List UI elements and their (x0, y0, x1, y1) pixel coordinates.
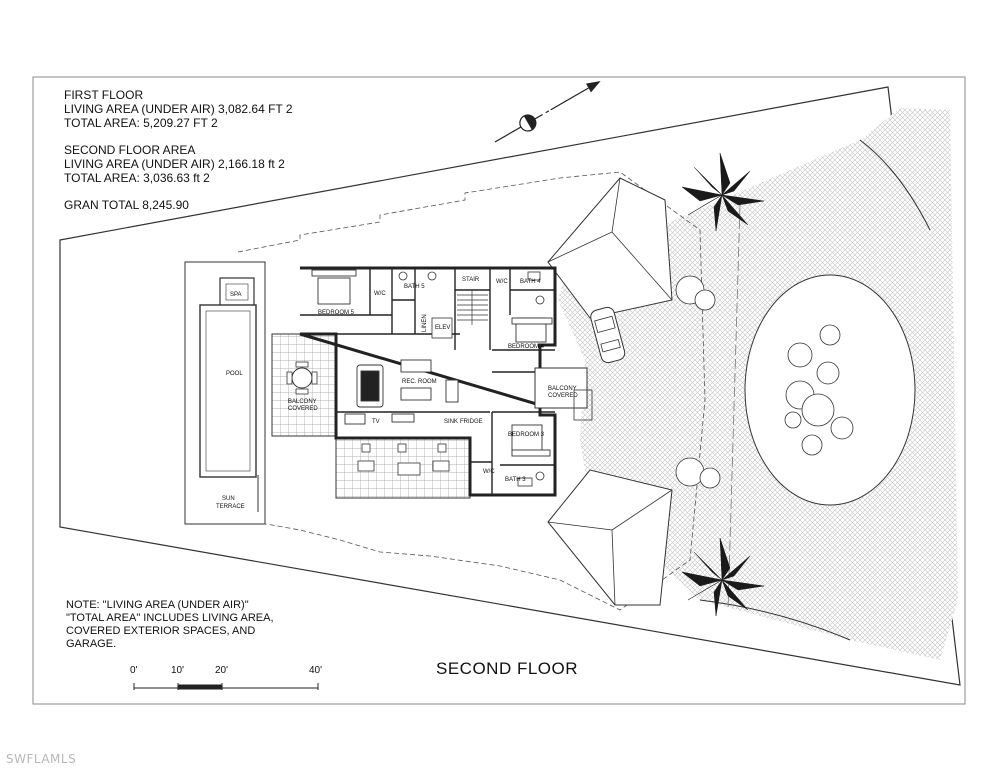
second-floor-living-area: LIVING AREA (UNDER AIR) 2,166.18 ft 2 (64, 157, 285, 171)
second-floor-title: SECOND FLOOR AREA (64, 143, 196, 157)
room-label-balcony-right: BALCONY (548, 386, 577, 392)
room-label-bedroom4: BEDROOM 4 (508, 344, 545, 350)
north-arrow-label: N (540, 106, 559, 127)
room-label-sun: SUN (222, 496, 235, 502)
room-label-rec-room: REC. ROOM (402, 379, 437, 385)
house-walls (299, 266, 557, 497)
room-label-stair: STAIR (462, 277, 480, 283)
palm-tree-top (681, 152, 765, 232)
spa (219, 277, 255, 307)
second-floor-total-area: TOTAL AREA: 3,036.63 ft 2 (64, 171, 210, 185)
room-label-sink: SINK (444, 419, 458, 425)
room-label-linen: LINEN (422, 314, 428, 332)
drawing-title: SECOND FLOOR (436, 659, 579, 678)
car (590, 306, 626, 364)
driveway-edge-top (859, 139, 931, 231)
first-floor-living-area: LIVING AREA (UNDER AIR) 3,082.64 FT 2 (64, 102, 293, 116)
scale-label-20: 20' (215, 665, 229, 676)
sheet-border (32, 76, 966, 705)
note-line-3: COVERED EXTERIOR SPACES, AND (66, 625, 256, 637)
bed-5 (317, 277, 351, 305)
room-label-bedroom3: BEDROOM 3 (508, 432, 545, 438)
shrubs (675, 275, 854, 489)
scale-label-0: 0' (130, 665, 138, 676)
north-arrow (494, 81, 601, 143)
scale-bar (133, 683, 319, 690)
room-label-elev: ELEV (435, 325, 450, 331)
grand-total: GRAN TOTAL 8,245.90 (64, 198, 189, 212)
roof-bottom (547, 469, 673, 606)
room-label-wic-top: W/C (374, 291, 386, 297)
room-label-fridge: FRIDGE (460, 419, 483, 425)
first-floor-title: FIRST FLOOR (64, 88, 144, 102)
room-label-bath4: BATH 4 (520, 279, 541, 285)
balcony-right (534, 367, 588, 409)
scale-label-40: 40' (309, 665, 323, 676)
room-label-terrace: TERRACE (216, 504, 245, 510)
room-label-tv: TV (372, 419, 380, 425)
setback-line (237, 171, 706, 611)
note-line-2: "TOTAL AREA" INCLUDES LIVING AREA, (66, 612, 274, 624)
room-label-balcony-left: BALCONY (288, 399, 317, 405)
scale-label-10: 10' (171, 665, 185, 676)
center-island (744, 274, 916, 506)
watermark: SWFLAMLS (6, 752, 77, 766)
roof-top (547, 177, 673, 319)
room-label-wic-right: W/C (496, 279, 508, 285)
room-label-bedroom5: BEDROOM 5 (318, 310, 355, 316)
lot-boundary (59, 86, 961, 686)
room-label-spa: SPA (230, 292, 242, 298)
room-label-wic-bottom: W/C (483, 469, 495, 475)
pool (199, 304, 257, 478)
room-label-bath3: BATH 3 (505, 477, 526, 483)
note-line-1: NOTE: "LIVING AREA (UNDER AIR)" (66, 599, 249, 611)
palm-tree-bottom (681, 537, 765, 617)
room-label-covered-left: COVERED (288, 406, 318, 412)
bed-3 (511, 424, 543, 452)
room-label-pool: POOL (226, 371, 243, 377)
first-floor-total-area: TOTAL AREA: 5,209.27 FT 2 (64, 116, 218, 130)
property-centerline (727, 204, 741, 611)
note-line-4: GARAGE. (66, 638, 117, 650)
room-label-covered-right: COVERED (548, 393, 578, 399)
room-label-bath5: BATH 5 (404, 284, 425, 290)
